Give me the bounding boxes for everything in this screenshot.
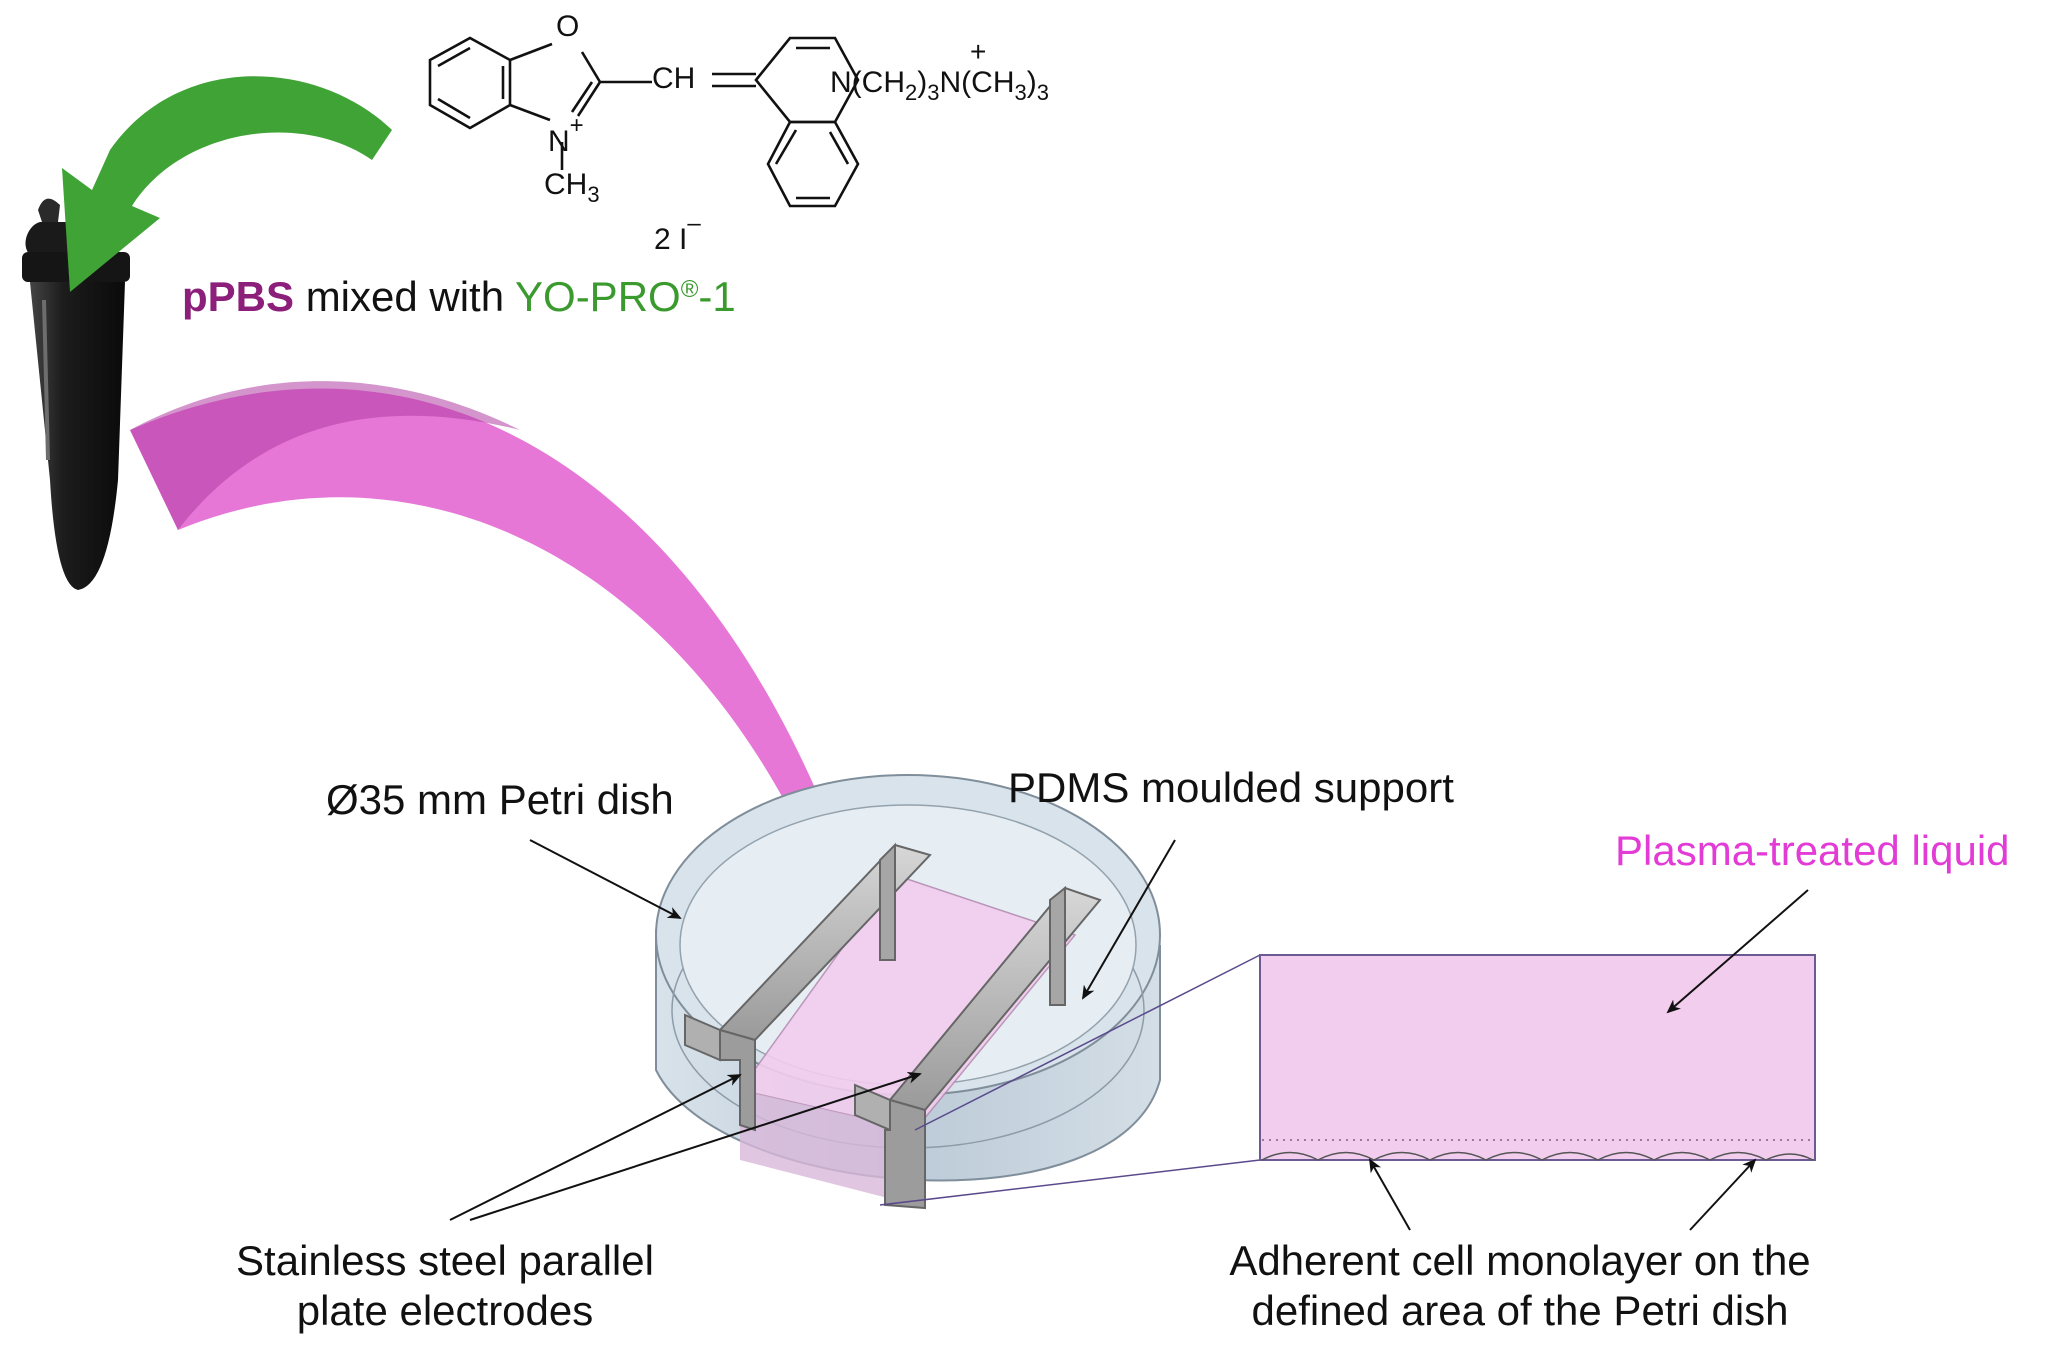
dye-label: YO-PRO®-1 <box>515 273 736 320</box>
chain-sub1: 2 <box>905 80 918 105</box>
molecule-n-plus: N+ <box>548 112 584 159</box>
left-electrode <box>684 842 932 1132</box>
reagent-label: pPBS mixed with YO-PRO®-1 <box>182 272 736 322</box>
molecule-plus: + <box>569 112 584 139</box>
arrow-plasma-liquid <box>1666 889 1809 1014</box>
molecule-n: N <box>548 125 570 158</box>
monolayer-label-line1: Adherent cell monolayer on the <box>1229 1237 1811 1284</box>
molecule-ch3-base: CH <box>544 168 588 201</box>
molecule-ch3-sub: 3 <box>587 182 600 207</box>
electrodes-label: Stainless steel parallel plate electrode… <box>220 1236 670 1337</box>
molecule-counter-ion: 2 I– <box>654 210 701 257</box>
arrow-monolayer-right <box>1689 1158 1757 1231</box>
chain-mid: ) <box>917 66 928 99</box>
molecule-ch-eq: CH <box>652 62 696 95</box>
chain-sub2: 3 <box>927 80 940 105</box>
molecule-chain: N(CH2)3N(CH3)3 <box>830 66 1049 106</box>
petri-dish-label: Ø35 mm Petri dish <box>326 776 674 823</box>
right-electrode <box>854 885 1102 1210</box>
molecule-chain-plus: + <box>970 36 987 67</box>
arrow-pdms <box>1081 839 1176 1000</box>
dye-suffix: -1 <box>698 273 736 320</box>
electrodes-label-line2: plate electrodes <box>296 1287 594 1335</box>
chain-n: N(CH <box>830 66 905 99</box>
green-arrow-icon <box>62 76 392 292</box>
arrow-petri-dish <box>529 839 682 919</box>
chain-sub4: 3 <box>1036 80 1049 105</box>
zoom-inset <box>1259 954 1816 1161</box>
arrow-right-electrode <box>469 1071 922 1221</box>
dye-name: YO-PRO <box>515 273 681 320</box>
pdms-label: PDMS moulded support <box>1008 764 1454 811</box>
zoom-line-top <box>914 954 1261 1131</box>
molecule-minus: – <box>687 210 701 237</box>
monolayer-label-line2: defined area of the Petri dish <box>1251 1287 1789 1335</box>
zoom-line-bottom <box>879 1159 1261 1206</box>
cell-monolayer <box>1261 1151 1814 1161</box>
molecule-ch3: CH3 <box>544 168 600 208</box>
mixed-label: mixed with <box>305 273 505 320</box>
chain-n2: N(CH <box>939 66 1015 99</box>
plasma-liquid-label: Plasma-treated liquid <box>1615 827 2010 874</box>
electrodes-label-line1: Stainless steel parallel <box>236 1237 654 1284</box>
molecule-iodide: 2 I <box>654 223 688 256</box>
arrow-monolayer-left <box>1369 1158 1411 1231</box>
dye-registered: ® <box>680 276 699 303</box>
molecule-structure <box>428 36 860 208</box>
chain-sub3: 3 <box>1014 80 1027 105</box>
arrow-left-electrode <box>449 1074 742 1221</box>
monolayer-label: Adherent cell monolayer on the defined a… <box>1210 1236 1830 1337</box>
pbs-label: pPBS <box>182 273 295 320</box>
chain-end: ) <box>1026 66 1037 99</box>
molecule-oxygen: O <box>556 10 580 43</box>
